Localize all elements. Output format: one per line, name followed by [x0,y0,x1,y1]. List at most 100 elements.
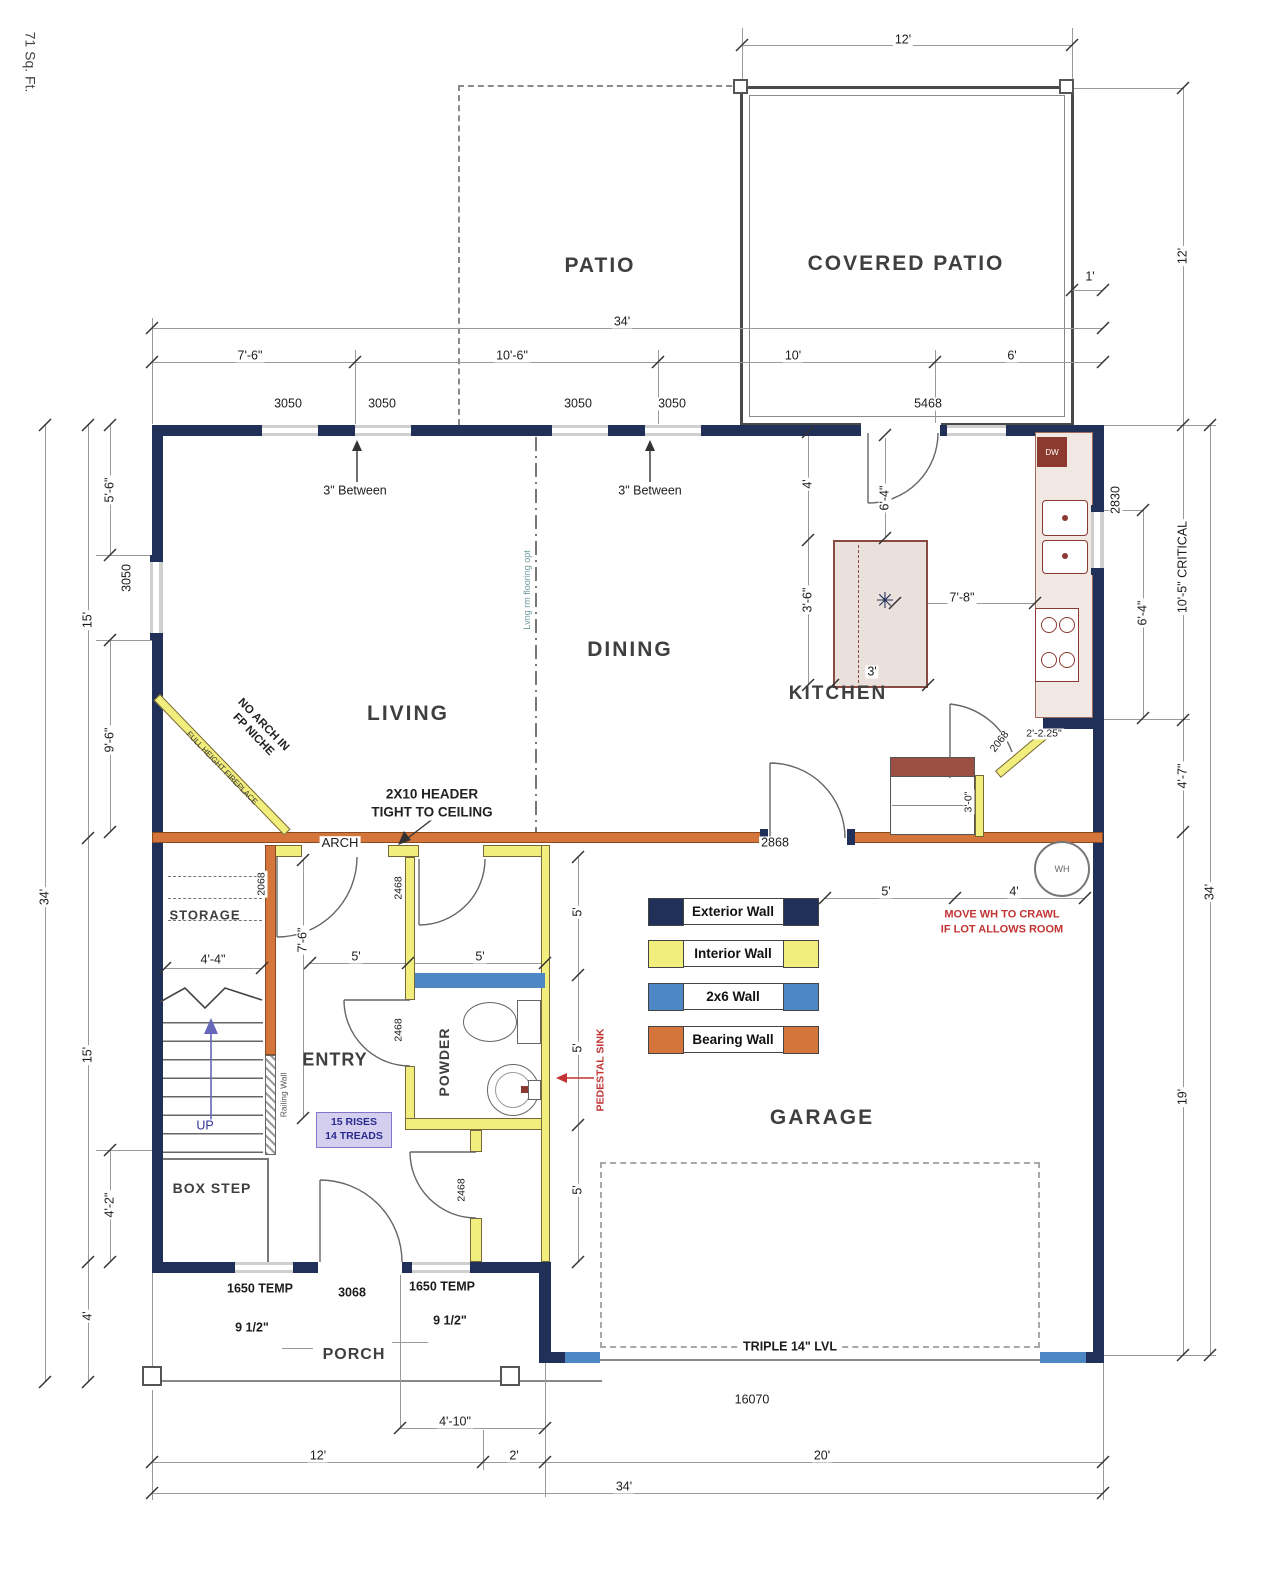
wall-garage-bottom-r [1084,1352,1103,1363]
wall-garage-bottom-l [545,1352,567,1363]
room-label-garage: GARAGE [769,1106,875,1129]
win-label-2830: 2830 [1108,484,1123,516]
dim-g-5a: 5' [570,905,585,919]
dim-b-34: 34' [613,1479,635,1494]
door-label-2068-pantry: 2068 [987,727,1013,757]
window-1650-left [228,1262,300,1273]
sink-faucet-dot [521,1086,528,1093]
stair-note-treads: 14 TREADS [325,1130,383,1142]
note-railing-wall: Railing Wall [278,1070,289,1120]
window-3050-1 [255,425,325,436]
dim-top-34: 34' [611,314,633,329]
sink-drain-1 [1062,515,1068,521]
legend-exterior-swatch-l [647,897,684,926]
room-label-storage: STORAGE [169,907,241,923]
dishwasher-label: DW [1045,447,1059,457]
win-label-5468: 5468 [912,396,944,411]
room-label-boxstep: BOX STEP [172,1180,252,1196]
legend-interior: Interior Wall [647,939,819,968]
dim-ext [152,1390,153,1500]
dim-k-6-4: 6'-4" [877,483,892,513]
dim-ext [96,640,152,641]
dim-l-4: 4' [80,1309,95,1323]
patio-post-right [1059,79,1074,94]
dim-10-6: 10'-6" [494,348,530,363]
back-door-opening [861,423,941,438]
window-3050-left [150,555,163,640]
dim-wh-5: 5' [879,884,893,899]
dim-1ft: 1' [1083,269,1097,284]
dishwasher: DW [1037,437,1067,467]
door-label-2468-hall: 2468 [392,874,405,902]
dim-line [1072,290,1103,291]
porch-post-left [142,1366,162,1386]
door-label-2468-closet: 2468 [455,1176,468,1204]
door-label-2468-powder: 2468 [392,1016,405,1044]
bench-top [890,757,975,777]
dim-g-5b: 5' [570,1041,585,1055]
burner-2 [1059,617,1075,633]
door-label-2068-stairs: 2068 [255,870,268,898]
legend-bearing-label: Bearing Wall [692,1032,774,1047]
legend-interior-swatch-l [647,939,684,968]
patio-outline-vertical [458,85,460,425]
front-door-swing [319,1179,403,1263]
room-label-kitchen: KITCHEN [788,683,888,704]
door-label-3068: 3068 [336,1285,368,1300]
kitchen-island [833,540,928,688]
win-label-1650-right: 1650 TEMP [406,1279,478,1294]
room-label-entry: ENTRY [302,1049,368,1070]
garage-side-wall [541,845,550,1262]
dim-ext [935,350,936,424]
dim-9h-a: 9 1/2" [233,1320,271,1335]
water-heater: WH [1034,841,1090,897]
legend-2x6: 2x6 Wall [647,982,819,1011]
powder-2x6-wall [415,973,545,988]
legend-exterior: Exterior Wall [647,897,819,926]
room-label-porch: PORCH [322,1346,386,1363]
water-heater-label: WH [1054,864,1070,874]
dim-l-34: 34' [37,886,52,908]
pantry-side-wall [975,775,984,837]
dim-ext [1104,1355,1216,1356]
legend-2x6-swatch-r [782,982,819,1011]
dim-k-4: 4' [800,477,815,491]
dim-line [825,898,1085,899]
dim-line [808,432,809,685]
dim-l-4-2: 4'-2" [102,1190,117,1220]
dim-k-3: 3' [865,664,879,679]
wall-garage-bottom-2x6-r [1040,1352,1086,1363]
living-dining-divider [535,437,537,832]
storage-dash-2 [168,898,262,899]
burner-1 [1041,617,1057,633]
railing-wall-hatched [265,1055,276,1155]
closet-wall-lower [470,1218,482,1262]
room-label-dining: DINING [587,638,673,661]
legend-interior-swatch-r [782,939,819,968]
dim-ext [400,1268,401,1428]
dim-g-5c: 5' [570,1183,585,1197]
dim-4-10: 4'-10" [437,1414,473,1429]
wall-left [152,425,163,1273]
dim-9h-b: 9 1/2" [431,1313,469,1328]
powder-bottom-wall [405,1118,545,1130]
dim-7-6: 7'-6" [235,348,265,363]
legend-2x6-label: 2x6 Wall [706,989,760,1004]
wh-note: MOVE WH TO CRAWL IF LOT ALLOWS ROOM [941,908,1063,939]
dim-r-19: 19' [1175,1086,1190,1108]
storage-dash-1 [168,876,262,877]
note-no-arch: NO ARCH IN FP NICHE [224,696,292,765]
legend-2x6-swatch-l [647,982,684,1011]
dim-line [152,362,1103,363]
note-between-b: 3" Between [616,483,684,498]
note-up: UP [194,1118,216,1133]
patio-outline-horizontal [458,85,742,87]
burner-4 [1059,652,1075,668]
powder-left-wall-upper [405,857,415,1000]
dim-line [165,968,262,969]
wall-garage-bottom-2x6-l [565,1352,600,1363]
toilet-bowl [463,1002,517,1042]
dim-r-6-4: 6'-4" [1135,598,1150,628]
window-2830-right [1091,505,1104,575]
window-3050-3 [545,425,615,436]
